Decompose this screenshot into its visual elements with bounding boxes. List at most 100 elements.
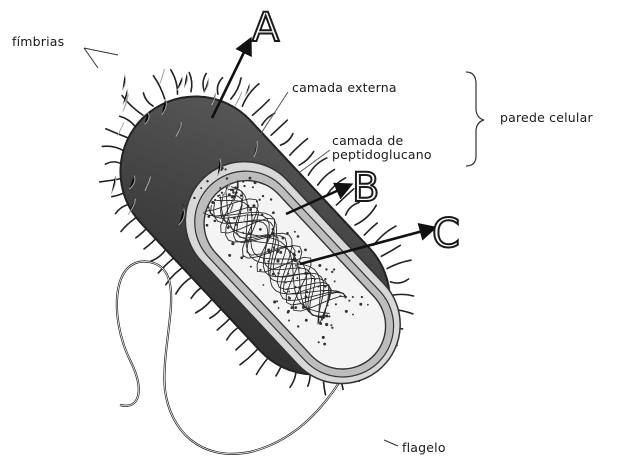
- camada-externa-leader: [258, 92, 288, 138]
- fimbria: [308, 158, 326, 175]
- fimbria: [242, 84, 259, 106]
- surface-fimbria: [122, 75, 125, 91]
- marker-c: C: [432, 214, 460, 254]
- ribosome: [232, 191, 235, 194]
- ribosome: [219, 194, 221, 196]
- ribosome: [291, 306, 294, 309]
- ribosome: [228, 254, 231, 257]
- ribosome: [305, 319, 308, 322]
- ribosome: [331, 271, 333, 273]
- ribosome: [323, 343, 326, 346]
- ribosome: [214, 199, 216, 201]
- marker-a: A: [252, 8, 279, 48]
- label-camada-externa: camada externa: [292, 80, 397, 95]
- ribosome: [259, 228, 262, 231]
- ribosome: [272, 211, 275, 214]
- ribosome: [324, 278, 326, 280]
- surface-fimbria: [204, 78, 209, 92]
- ribosome: [206, 180, 208, 182]
- fimbria: [143, 93, 153, 106]
- fimbria: [387, 260, 411, 268]
- fimbria: [381, 245, 400, 256]
- ribosome: [287, 310, 290, 313]
- ribosome: [294, 306, 297, 309]
- ribosome: [262, 195, 264, 197]
- ribosome: [288, 320, 290, 322]
- ribosome: [252, 186, 254, 188]
- ribosome: [319, 322, 322, 325]
- fimbria: [253, 100, 270, 116]
- ribosome: [193, 197, 195, 199]
- ribosome: [322, 336, 325, 339]
- ribosome: [345, 310, 348, 313]
- surface-fimbria: [184, 74, 187, 88]
- ribosome: [250, 266, 252, 268]
- ribosome: [252, 204, 255, 207]
- ribosome: [270, 198, 272, 200]
- ribosome: [276, 300, 278, 302]
- ribosome: [226, 177, 228, 179]
- ribosome: [249, 177, 252, 180]
- fimbria: [318, 169, 335, 185]
- ribosome: [328, 315, 330, 317]
- ribosome: [258, 199, 260, 201]
- fimbria: [231, 78, 241, 99]
- ribosome: [279, 251, 282, 254]
- ribosome: [294, 231, 296, 233]
- ribosome: [243, 185, 245, 187]
- parede-celular-brace: [466, 72, 484, 166]
- ribosome: [361, 296, 363, 298]
- ribosome: [330, 324, 332, 326]
- ribosome: [333, 268, 335, 270]
- label-camada-peptidoglicano: camada de peptidoglucano: [332, 134, 432, 162]
- ribosome: [331, 327, 333, 329]
- ribosome: [298, 250, 301, 253]
- ribosome: [240, 256, 243, 259]
- fimbria: [280, 134, 293, 146]
- ribosome: [334, 280, 336, 282]
- ribosome: [352, 314, 354, 316]
- ribosome: [367, 304, 369, 306]
- ribosome: [278, 307, 280, 309]
- fimbrias-leader: [84, 48, 118, 68]
- ribosome: [359, 303, 362, 306]
- label-fimbrias: fímbrias: [12, 34, 64, 49]
- surface-fimbria: [118, 122, 124, 135]
- fimbria: [271, 120, 287, 135]
- label-camada-peptidoglicano-line2: peptidoglucano: [332, 148, 432, 162]
- fimbria: [189, 73, 192, 92]
- ribosome: [297, 325, 299, 327]
- label-parede-celular: parede celular: [500, 110, 593, 125]
- fimbria: [102, 146, 124, 151]
- fimbria: [106, 129, 128, 138]
- ribosome: [335, 303, 337, 305]
- ribosome: [352, 296, 354, 298]
- ribosome: [221, 192, 223, 194]
- ribosome: [224, 168, 226, 170]
- ribosome: [304, 249, 307, 252]
- ribosome: [325, 323, 328, 326]
- ribosome: [297, 235, 300, 238]
- ribosome: [318, 341, 320, 343]
- fimbria: [120, 116, 135, 126]
- ribosome: [254, 181, 257, 184]
- ribosome: [214, 220, 217, 223]
- label-camada-peptidoglicano-line1: camada de: [332, 134, 432, 148]
- ribosome: [262, 284, 264, 286]
- ribosome: [200, 187, 202, 189]
- ribosome: [288, 291, 290, 293]
- ribosome: [325, 268, 327, 270]
- fimbria: [364, 223, 377, 235]
- ribosome: [348, 300, 350, 302]
- fimbria: [290, 139, 308, 156]
- ribosome: [288, 297, 291, 300]
- ribosome: [219, 187, 221, 189]
- fimbria: [390, 279, 408, 283]
- ribosome: [295, 265, 297, 267]
- surface-fimbria: [111, 176, 115, 194]
- ribosome: [296, 277, 298, 279]
- surface-fimbria: [160, 69, 165, 84]
- fimbria: [217, 78, 222, 95]
- ribosome: [181, 204, 184, 207]
